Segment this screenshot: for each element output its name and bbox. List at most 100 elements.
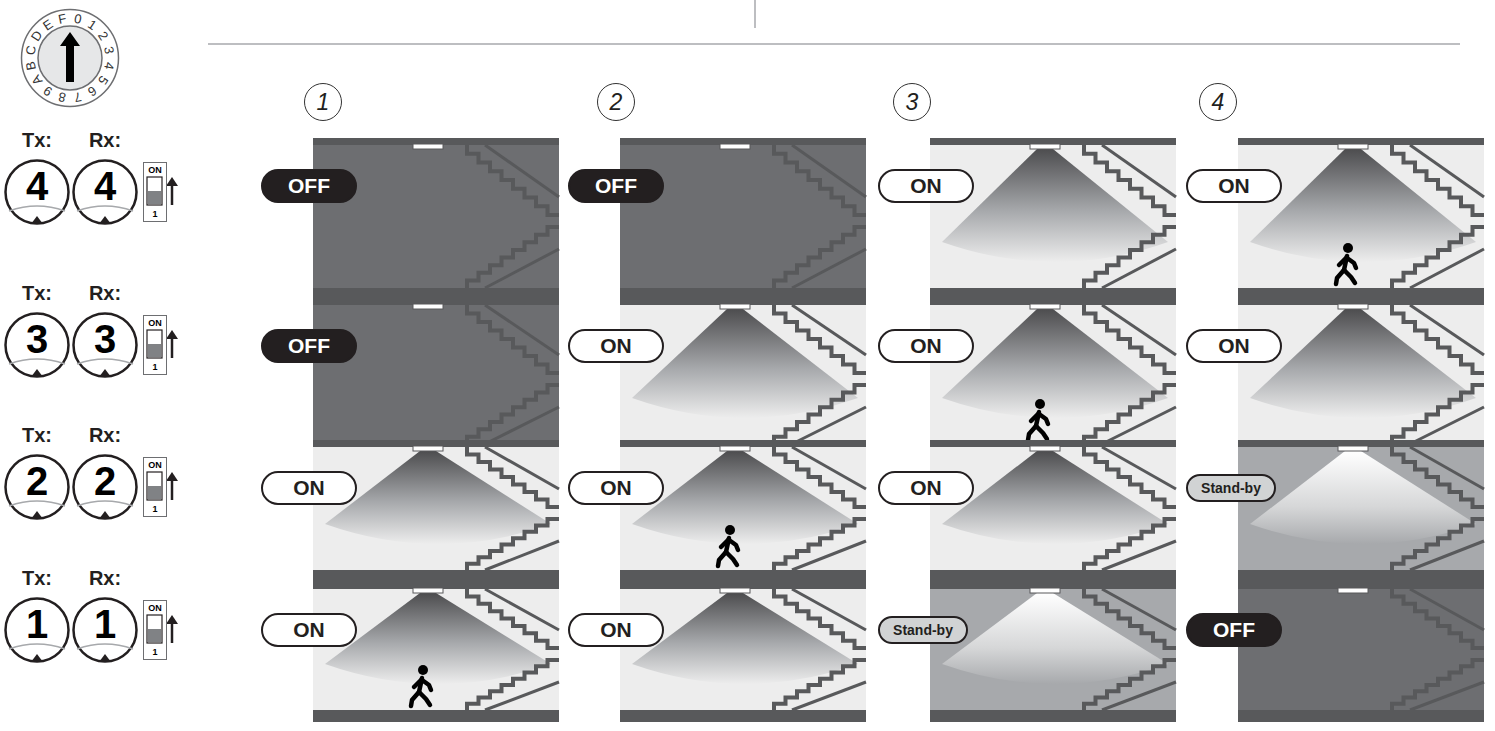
state-text: ON [600,619,632,641]
state-text: OFF [288,175,330,197]
state-pill: OFF [1186,613,1282,647]
state-text: OFF [1213,619,1255,641]
dip-switch: ON 1 [143,600,167,660]
state-text: ON [293,477,325,499]
stair-scene [313,582,559,722]
state-pill: Stand-by [878,616,968,644]
rule-line [754,0,756,28]
dial-value: 4 [72,165,138,207]
stair-scene [313,298,559,456]
dial-label: Rx: [72,424,138,446]
address-dial: Tx:1 [4,597,70,663]
direction-arrow [171,622,174,643]
state-pill: ON [261,471,357,505]
switch-label: 1 [144,647,166,657]
dial-value: 1 [72,603,138,645]
stair-scene [313,138,559,300]
switch-label: 1 [144,504,166,514]
dip-switch: ON 1 [143,315,167,375]
state-pill: ON [878,329,974,363]
state-text: OFF [288,335,330,357]
stair-scene [930,298,1176,456]
person-icon [718,525,738,566]
state-pill: OFF [568,169,664,203]
dial-label: Tx: [4,282,70,304]
step-circle: 3 [893,83,931,121]
address-dial: Rx:2 [72,454,138,520]
dial-value: 2 [72,460,138,502]
dip-switch: ON 1 [143,162,167,222]
dial-label: Rx: [72,567,138,589]
stair-scene [1238,298,1484,456]
step-number: 4 [1212,91,1225,114]
address-dial: Rx:3 [72,312,138,378]
switch-label: ON [144,603,166,613]
state-pill: Stand-by [1186,474,1276,502]
stair-scene [620,582,866,722]
step-number: 3 [906,91,919,114]
stair-scene [620,440,866,582]
direction-arrow [171,479,174,500]
state-pill: ON [878,169,974,203]
rotary-dial: 0123456789ABCDEF [20,8,120,108]
switch-label: ON [144,318,166,328]
direction-arrow [166,472,178,481]
state-pill: OFF [261,169,357,203]
state-pill: ON [568,329,664,363]
state-pill: ON [1186,169,1282,203]
dial-value: 3 [72,318,138,360]
state-text: ON [910,335,942,357]
state-text: Stand-by [1201,480,1261,496]
dial-label: Rx: [72,129,138,151]
dial-value: 3 [4,318,70,360]
stair-scene [930,440,1176,582]
direction-arrow [171,337,174,358]
dial-label: Tx: [4,129,70,151]
state-pill: ON [568,613,664,647]
step-circle: 4 [1199,83,1237,121]
stair-scene [1238,440,1484,582]
address-dial: Tx:4 [4,159,70,225]
direction-arrow [166,330,178,339]
state-text: ON [910,175,942,197]
state-text: OFF [595,175,637,197]
state-pill: ON [261,613,357,647]
stair-scene [930,138,1176,300]
address-dial: Rx:1 [72,597,138,663]
stair-scene [1238,582,1484,722]
step-circle: 2 [597,83,635,121]
state-text: ON [1218,175,1250,197]
state-pill: ON [1186,329,1282,363]
dial-label: Tx: [4,567,70,589]
direction-arrow [171,184,174,205]
state-text: Stand-by [893,622,953,638]
dial-label: Tx: [4,424,70,446]
dial-label: Rx: [72,282,138,304]
state-pill: ON [878,471,974,505]
dip-switch: ON 1 [143,457,167,517]
address-dial: Rx:4 [72,159,138,225]
address-dial: Tx:2 [4,454,70,520]
state-pill: OFF [261,329,357,363]
switch-label: ON [144,460,166,470]
direction-arrow [166,615,178,624]
state-text: ON [600,477,632,499]
dial-value: 4 [4,165,70,207]
rule-line [208,43,1460,45]
switch-label: 1 [144,362,166,372]
dial-value: 1 [4,603,70,645]
switch-label: 1 [144,209,166,219]
stair-scene [620,298,866,456]
stair-scene [620,138,866,300]
state-text: ON [600,335,632,357]
step-number: 1 [317,91,330,114]
person-icon [1028,399,1048,440]
stair-scene [1238,138,1484,300]
state-pill: ON [568,471,664,505]
person-icon [1336,243,1356,284]
dial-value: 2 [4,460,70,502]
step-number: 2 [610,91,623,114]
switch-label: ON [144,165,166,175]
state-text: ON [1218,335,1250,357]
